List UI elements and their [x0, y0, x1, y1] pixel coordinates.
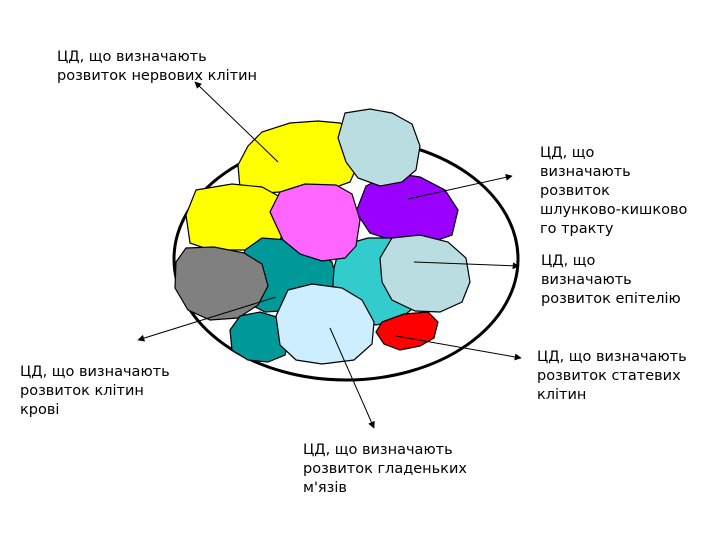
label-sex-cells: ЦД, що визначають розвиток статевих кліт…	[537, 348, 717, 405]
label-gut: ЦД, що визначають розвиток шлунково-кишк…	[540, 144, 720, 239]
label-nervous-cells: ЦД, що визначають розвиток нервових кліт…	[57, 48, 297, 86]
label-smooth-muscle: ЦД, що визначають розвиток гладеньких м'…	[303, 441, 503, 498]
label-blood-cells: ЦД, що визначають розвиток клітин крові	[20, 363, 190, 420]
arrow-nervous	[195, 82, 278, 162]
label-epithelium: ЦД, що визначають розвиток епітелію	[541, 252, 716, 309]
